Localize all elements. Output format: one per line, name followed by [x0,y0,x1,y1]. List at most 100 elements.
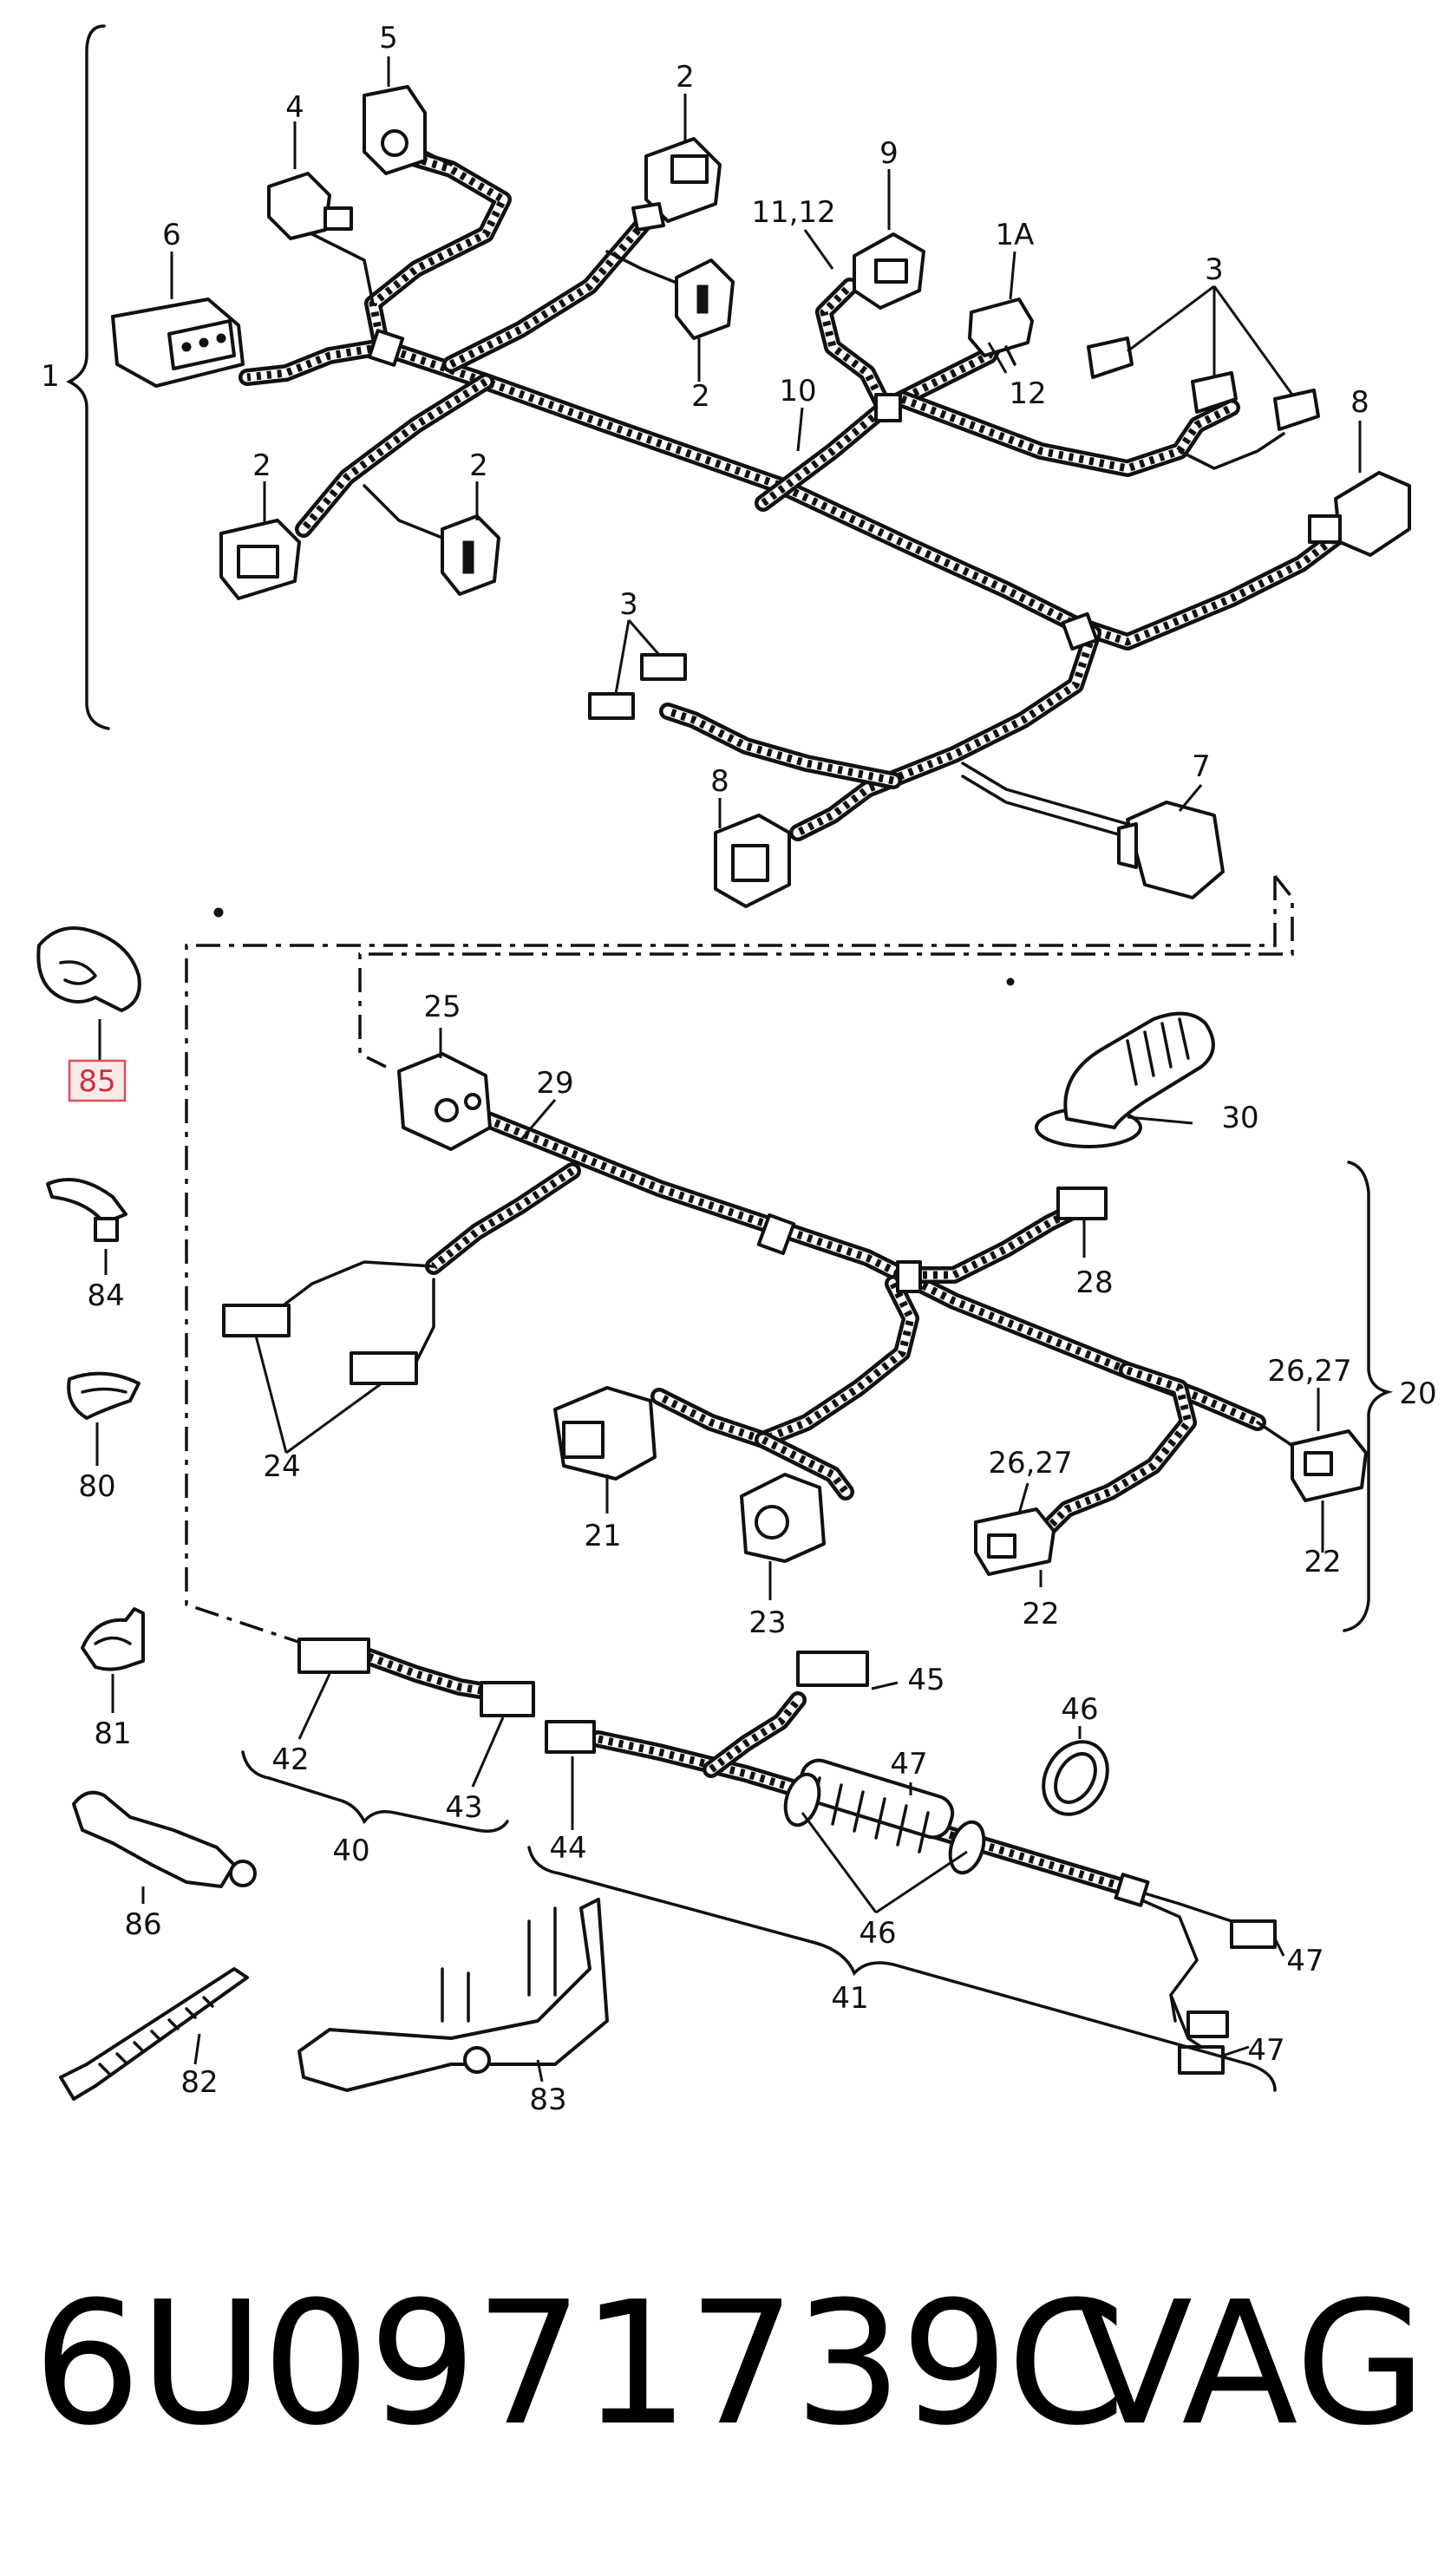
corrugated-tube-47 [783,1758,986,1875]
connector-25 [397,1052,492,1151]
callout-47-right: 47 [1286,1944,1324,1978]
lower-leaders [297,1673,1285,2057]
callout-83: 83 [529,2082,566,2117]
callout-26-27-left: 26,27 [988,1446,1072,1481]
callout-47-tube: 47 [890,1747,927,1782]
callout-12: 12 [1009,376,1046,411]
callout-40: 40 [332,1834,369,1868]
callout-84: 84 [87,1278,124,1313]
dash-outline [185,874,1294,1645]
dot-mark [213,907,224,918]
cable-tie-82 [59,1967,249,2101]
clip-86 [72,1790,257,1888]
callout-46-bottom: 46 [859,1916,896,1951]
bracket-1 [66,24,110,730]
connector-9 [853,232,925,310]
lower-harness [297,1638,1277,2075]
callout-42: 42 [271,1742,309,1777]
callout-2-top: 2 [676,60,695,95]
connector-1A-12 [968,297,1034,366]
callout-85: 85 [78,1064,115,1099]
callout-82: 82 [180,2065,218,2100]
middle-harness [222,1011,1368,1576]
connector-4 [267,172,353,240]
callout-2-left: 2 [252,448,271,483]
connector-8-lower [714,814,791,908]
callout-81: 81 [94,1716,131,1751]
callout-8-lower: 8 [710,764,729,799]
connector-44 [545,1720,596,1754]
connectors-47 [1178,1919,1277,2075]
callout-46-top: 46 [1061,1692,1098,1727]
callout-7: 7 [1192,749,1211,784]
connector-22-right [1291,1429,1368,1502]
connector-2-top [631,137,722,232]
connector-28 [1056,1187,1108,1220]
callout-47-lower: 47 [1247,2033,1284,2068]
callout-43: 43 [445,1790,482,1825]
connector-22-left [974,1507,1056,1576]
callout-8-right: 8 [1350,385,1369,420]
callout-80: 80 [78,1469,115,1504]
callout-25: 25 [423,990,461,1024]
connector-21 [553,1386,657,1481]
callout-6: 6 [162,218,181,252]
clip-81 [81,1607,145,1671]
bracket-20 [1343,1161,1394,1632]
callout-11-12: 11,12 [751,195,835,230]
connector-2-right [675,258,735,340]
bracket-40 [241,1750,509,1833]
callout-30: 30 [1221,1101,1258,1135]
callout-26-27-right: 26,27 [1267,1354,1351,1389]
connector-43 [480,1681,535,1717]
callout-41: 41 [831,1981,868,2016]
callout-10: 10 [779,374,816,409]
callout-45: 45 [907,1663,944,1697]
callout-23: 23 [748,1605,786,1640]
clip-80 [67,1371,141,1420]
callout-29: 29 [536,1066,573,1101]
connectors-3-right [1087,337,1320,431]
clip-85 [36,926,141,1012]
callout-3-center: 3 [619,587,638,622]
connectors-24 [222,1304,418,1385]
bracket-41 [527,1846,1277,2092]
callout-28: 28 [1075,1265,1113,1300]
connector-8-right [1308,471,1411,557]
connector-42 [297,1638,370,1674]
grommet-46 [1042,1740,1109,1816]
middle-leaders [254,1028,1324,1600]
highlight-box-85 [68,1059,127,1102]
callout-22-left: 22 [1022,1597,1059,1631]
manufacturer-label: VAG [1075,2265,1427,2463]
upper-leaders [170,56,1362,828]
bracket-83 [297,1898,609,2092]
clip-84 [46,1178,127,1242]
grommet-30 [1035,1011,1215,1148]
callout-1A: 1A [996,218,1035,252]
small-part-leaders [95,1019,544,2082]
callout-9: 9 [879,136,899,171]
callout-labels: 1 1A 2 2 2 2 3 3 4 5 6 7 8 8 9 10 11,12 … [41,21,1436,2117]
connector-5 [363,85,453,175]
callout-20: 20 [1399,1376,1436,1411]
connector-45 [796,1651,869,1687]
part-number: 6U0971739C [33,2265,1126,2463]
callout-3-right: 3 [1205,252,1224,287]
upper-harness [111,85,1411,908]
callout-1: 1 [41,359,60,394]
connector-6 [111,297,245,388]
connector-2-left [219,519,301,600]
callout-5: 5 [379,21,398,56]
dot-mark-2 [1006,977,1015,986]
callout-24: 24 [263,1449,300,1484]
callout-22-right: 22 [1304,1545,1341,1579]
callout-21: 21 [584,1519,621,1553]
connector-23 [740,1473,826,1563]
callout-2-right: 2 [691,379,710,414]
connectors-3-center [588,653,687,720]
connector-2-mid [441,514,500,596]
callout-2-mid: 2 [469,448,488,483]
callout-44: 44 [549,1831,586,1866]
